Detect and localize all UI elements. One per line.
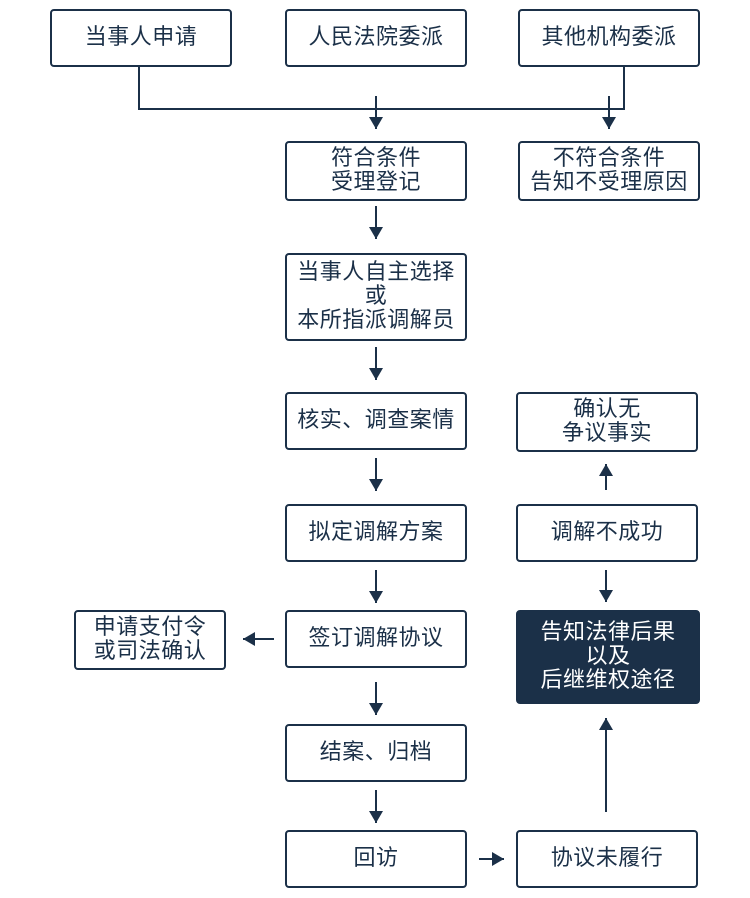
node-party-application: 当事人申请 [50, 9, 232, 67]
node-label-line: 确认无 [573, 397, 641, 422]
node-label: 人民法院委派 [308, 26, 443, 50]
node-label-line: 告知不受理原因 [530, 170, 688, 195]
arrow-accept-to-choose-head [369, 227, 383, 239]
node-agreement-unfulfilled: 协议未履行 [516, 830, 698, 888]
arrow-verify-to-draft-head [369, 479, 383, 491]
node-label: 告知法律后果以及后继维权途径 [540, 621, 675, 693]
node-verify-investigate: 核实、调查案情 [285, 392, 467, 450]
arrow-draft-to-sign-head [369, 591, 383, 603]
node-label-line: 不符合条件 [552, 146, 666, 171]
node-label-line: 调解不成功 [550, 520, 664, 545]
node-court-referral: 人民法院委派 [285, 9, 467, 67]
node-other-referral: 其他机构委派 [518, 9, 700, 67]
node-mediation-failed: 调解不成功 [516, 504, 698, 562]
node-label-line: 申请支付令 [93, 615, 207, 640]
node-label-line: 核实、调查案情 [297, 408, 455, 433]
node-label-line: 当事人申请 [84, 25, 198, 50]
node-label-line: 以及 [585, 644, 631, 669]
node-label-line: 签订调解协议 [308, 626, 444, 651]
node-label: 核实、调查案情 [297, 409, 455, 433]
node-label: 不符合条件告知不受理原因 [530, 147, 688, 195]
node-label-line: 拟定调解方案 [308, 520, 444, 545]
node-label: 调解不成功 [551, 521, 664, 545]
node-label-line: 本所指派调解员 [297, 308, 455, 333]
node-label-line: 符合条件 [330, 146, 421, 171]
node-label: 申请支付令或司法确认 [94, 616, 207, 664]
node-reject-notice: 不符合条件告知不受理原因 [518, 141, 700, 201]
node-apply-payment-order: 申请支付令或司法确认 [74, 610, 226, 670]
arrow-failed-to-consequences-head [599, 590, 613, 602]
node-label-line: 争议事实 [561, 421, 652, 446]
node-label-line: 其他机构委派 [541, 25, 677, 50]
node-label-line: 回访 [353, 846, 399, 871]
arrow-choose-to-verify-head [369, 368, 383, 380]
arrow-failed-to-confirm-head [599, 464, 613, 476]
node-confirm-undisputed: 确认无争议事实 [516, 392, 698, 452]
node-label-line: 后继维权途径 [540, 668, 676, 693]
node-label-line: 当事人自主选择 [297, 260, 455, 285]
arrow-archive-to-visit-head [369, 811, 383, 823]
node-label: 其他机构委派 [541, 26, 676, 50]
node-draft-plan: 拟定调解方案 [285, 504, 467, 562]
node-sign-agreement: 签订调解协议 [285, 610, 467, 668]
node-label: 当事人申请 [85, 26, 198, 50]
node-label: 当事人自主选择或本所指派调解员 [297, 261, 455, 333]
node-close-archive: 结案、归档 [285, 724, 467, 782]
node-label: 回访 [353, 847, 398, 871]
arrow-to-accept-head [369, 117, 383, 129]
node-label-line: 或 [364, 284, 388, 309]
node-label-line: 结案、归档 [319, 740, 433, 765]
node-accept-register: 符合条件受理登记 [285, 141, 467, 201]
arrow-visit-to-unfulfilled-head [492, 852, 504, 866]
node-label: 符合条件受理登记 [331, 147, 421, 195]
node-label: 签订调解协议 [308, 627, 443, 651]
node-label: 确认无争议事实 [562, 398, 652, 446]
node-label-line: 人民法院委派 [308, 25, 444, 50]
node-label: 结案、归档 [320, 741, 433, 765]
arrow-to-reject-head [602, 117, 616, 129]
arrow-unfulfilled-to-consequences-head [599, 718, 613, 730]
arrow-sign-to-payment-order-head [243, 632, 255, 646]
node-choose-mediator: 当事人自主选择或本所指派调解员 [285, 253, 467, 341]
node-legal-consequences: 告知法律后果以及后继维权途径 [516, 610, 700, 704]
node-follow-up-visit: 回访 [285, 830, 467, 888]
node-label-line: 告知法律后果 [540, 620, 676, 645]
arrow-sign-to-archive-head [369, 703, 383, 715]
node-label-line: 受理登记 [330, 170, 421, 195]
merge-bus [138, 67, 625, 110]
node-label-line: 协议未履行 [550, 846, 664, 871]
node-label: 协议未履行 [551, 847, 664, 871]
node-label: 拟定调解方案 [308, 521, 443, 545]
node-label-line: 或司法确认 [93, 639, 207, 664]
